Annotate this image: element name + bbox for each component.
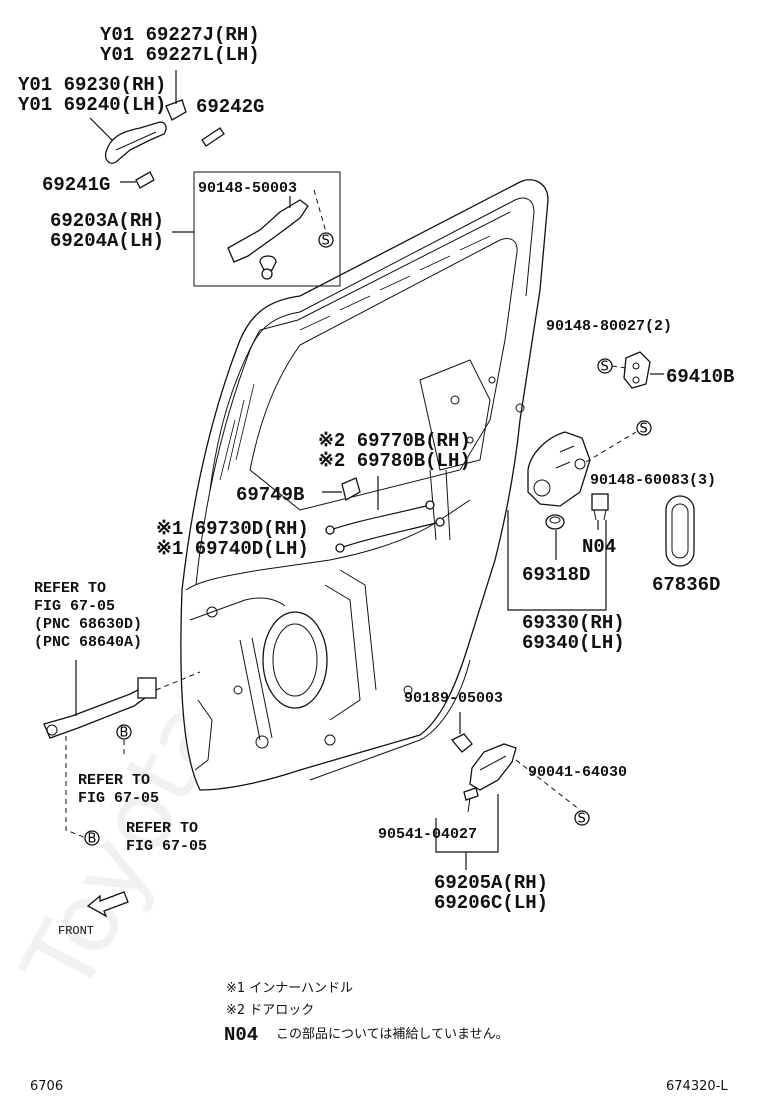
s-mark-4: S [574,810,590,827]
callout-69730d: ※1 69730D(RH) [156,518,309,540]
callout-67836d: 67836D [652,574,720,596]
reference-door-check: REFER TO [34,580,106,597]
s-mark-1: S [318,232,334,249]
front-label: FRONT [58,924,94,938]
reference-b-mark-1: REFER TO [78,772,150,789]
reference-b-mark-2: REFER TO [126,820,198,837]
cable-set [325,500,445,553]
lock-cap [545,514,565,530]
svg-text:S: S [578,812,586,827]
svg-text:S: S [322,234,330,249]
legend-note-3-code: N04 [224,1024,258,1046]
reference-b-mark-2: FIG 67-05 [126,838,207,855]
svg-text:S: S [601,360,609,375]
svg-text:S: S [640,422,648,437]
callout-69203a: 69204A(LH) [50,230,164,252]
front-arrow [86,891,129,918]
callout-69242g: 69242G [196,96,264,118]
callout-69730d: ※1 69740D(LH) [156,538,309,560]
handle-frame-box [193,171,341,287]
handle-pad-front [135,171,155,189]
callout-69410b: 69410B [666,366,734,388]
b-mark-1: B [116,724,132,741]
door-seal [665,495,695,567]
callout-90148-60083: 90148-60083(3) [590,472,716,489]
legend-note-3-text: この部品については補給していません。 [276,1027,509,1042]
callout-69227: Y01 69227J(RH) [100,24,260,46]
b-mark-2: B [84,830,100,847]
handle-frame [227,199,309,280]
handle-pad-rear [201,127,225,147]
n04-part [591,493,609,521]
callout-69770b: ※2 69770B(RH) [318,430,471,452]
footer-drawing-code: 674320-L [666,1079,728,1094]
door-panel [180,179,549,791]
callout-90189-05003: 90189-05003 [404,690,503,707]
reference-door-check: (PNC 68640A) [34,634,142,651]
callout-69770b: ※2 69780B(LH) [318,450,471,472]
callout-n04: N04 [582,536,616,558]
callout-90148-50003: 90148-50003 [198,180,297,197]
reference-b-mark-1: FIG 67-05 [78,790,159,807]
callout-69241g: 69241G [42,174,110,196]
legend-note-2: ※2 ドアロック [226,1003,314,1018]
legend-note-1: ※1 インナーハンドル [226,981,353,996]
callout-69227: Y01 69227L(LH) [100,44,260,66]
inside-handle-bolt [463,787,479,813]
callout-69330: 69330(RH) [522,612,625,634]
s-mark-2: S [597,358,613,375]
callout-69230: Y01 69230(RH) [18,74,166,96]
svg-text:B: B [120,726,129,741]
callout-69749b: 69749B [236,484,304,506]
callout-90541-04027: 90541-04027 [378,826,477,843]
callout-69230: Y01 69240(LH) [18,94,166,116]
callout-69205a: 69205A(RH) [434,872,548,894]
callout-69330: 69340(LH) [522,632,625,654]
door-striker [623,351,651,389]
handle-cap [165,99,187,121]
callout-90041-64030: 90041-64030 [528,764,627,781]
callout-69318d: 69318D [522,564,590,586]
outside-handle [104,121,167,164]
callout-69205a: 69206C(LH) [434,892,548,914]
inside-handle [469,743,517,791]
cable-clip [341,477,361,501]
svg-text:B: B [88,832,97,847]
reference-door-check: (PNC 68630D) [34,616,142,633]
footer-figure-number: 6706 [30,1079,63,1094]
inside-handle-screw [450,733,473,753]
door-lock-assembly [527,431,591,507]
reference-door-check: FIG 67-05 [34,598,115,615]
callout-69203a: 69203A(RH) [50,210,164,232]
callout-90148-80027: 90148-80027(2) [546,318,672,335]
s-mark-3: S [636,420,652,437]
